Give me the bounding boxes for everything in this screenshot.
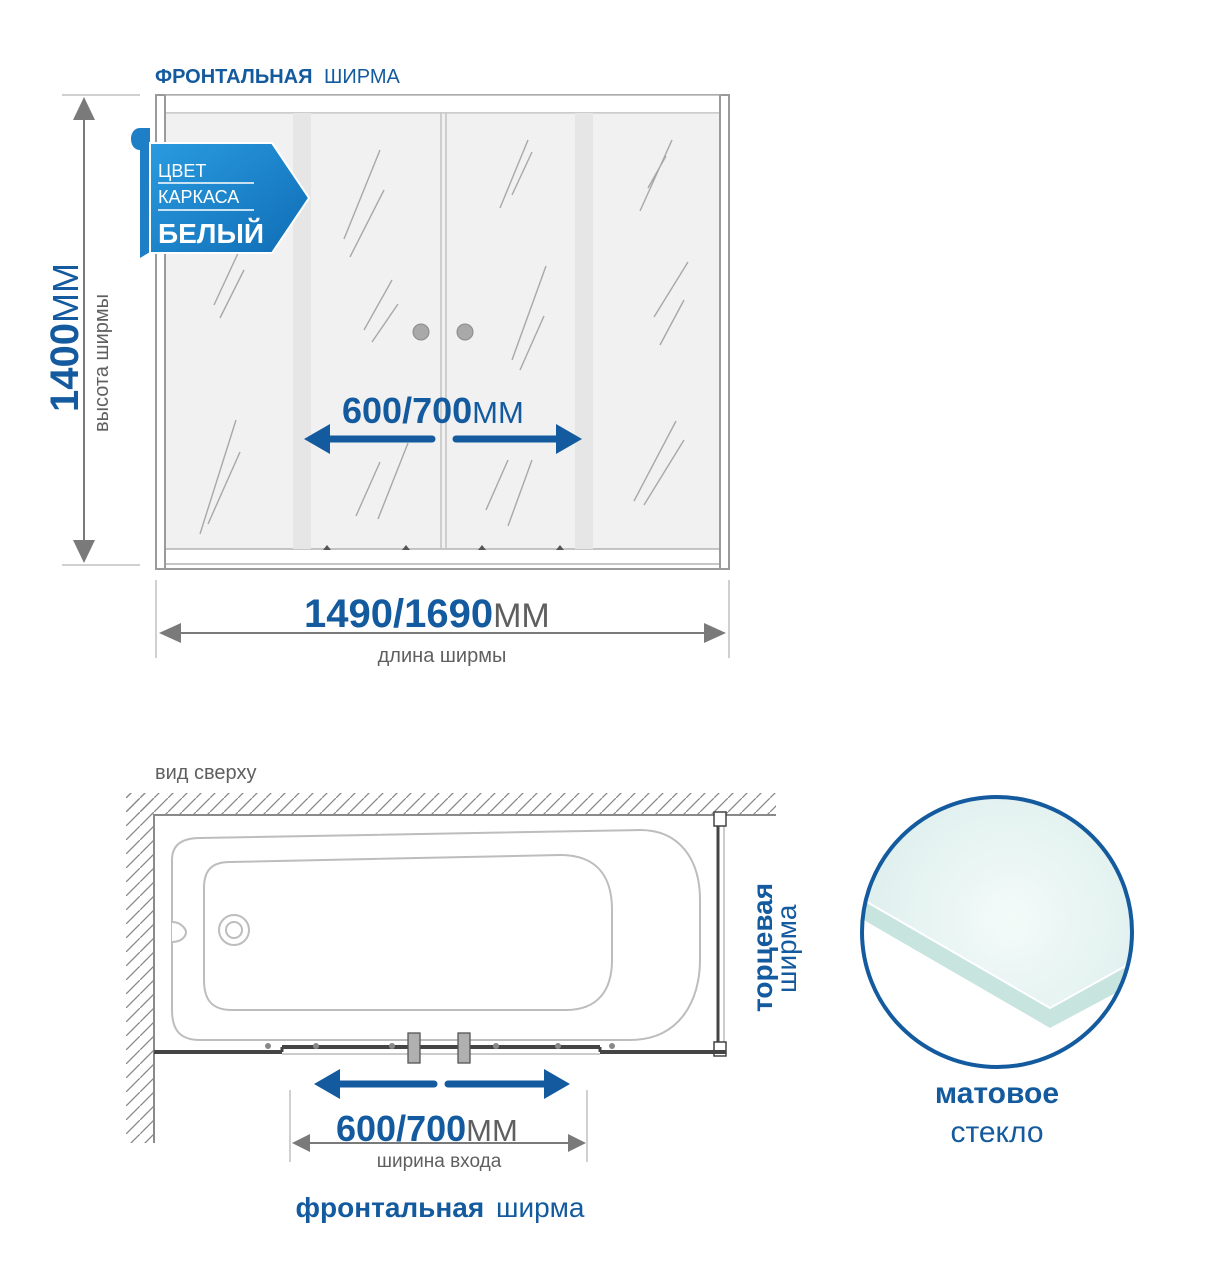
side-screen-label-bold: торцевая (747, 883, 778, 1012)
entrance-label: ширина входа (377, 1151, 502, 1172)
entrance-dimension: 600/700ММ ширина входа (289, 1090, 588, 1172)
entrance-unit: ММ (466, 1113, 518, 1148)
side-screen-label-light: ширма (771, 904, 802, 993)
height-unit: ММ (45, 263, 86, 323)
entrance-value: 600/700ММ (336, 1108, 518, 1149)
front-view-title: ФРОНТАЛЬНАЯ ШИРМА (155, 66, 401, 88)
front-screen-bold: фронтальная (295, 1192, 484, 1223)
height-dimension: 1400ММ высота ширмы (43, 94, 140, 566)
glass-type-bold: матовое (935, 1077, 1059, 1110)
length-dimension: 1490/1690ММ длина ширмы (155, 580, 730, 667)
bathtub (171, 828, 701, 1041)
opening-number: 600/700 (342, 390, 472, 431)
length-number: 1490/1690 (304, 592, 493, 636)
front-view: ФРОНТАЛЬНАЯ ШИРМА (43, 66, 730, 667)
front-view-title-bold: ФРОНТАЛЬНАЯ (155, 66, 312, 88)
opening-dimension: 600/700ММ (304, 390, 582, 454)
front-screen-light: ширма (496, 1192, 585, 1223)
entrance-number: 600/700 (336, 1108, 466, 1149)
front-view-title-light: ШИРМА (324, 66, 400, 88)
side-screen (713, 811, 727, 1057)
side-screen-bold: торцевая (747, 883, 778, 1012)
top-view-title: вид сверху (155, 762, 256, 784)
front-screen-top (154, 1032, 726, 1064)
badge-line1: ЦВЕТ (158, 161, 206, 181)
front-screen-caption: фронтальная ширма (295, 1192, 584, 1223)
height-number: 1400 (43, 323, 87, 412)
top-view: вид сверху (126, 762, 802, 1223)
length-value: 1490/1690ММ (304, 592, 550, 636)
height-value: 1400ММ (43, 263, 87, 412)
badge-color: БЕЛЫЙ (158, 217, 264, 249)
length-unit: ММ (493, 597, 550, 635)
frame-color-badge: ЦВЕТ КАРКАСА БЕЛЫЙ (131, 128, 311, 258)
badge-line2: КАРКАСА (158, 187, 239, 207)
length-label: длина ширмы (378, 645, 507, 667)
opening-value: 600/700ММ (342, 390, 524, 431)
walls (126, 793, 776, 1143)
glass-type-light: стекло (950, 1116, 1043, 1149)
opening-unit: ММ (472, 395, 524, 430)
height-label: высота ширмы (91, 294, 113, 432)
glass-sample: матовое стекло (860, 795, 1134, 1149)
entrance-arrows (314, 1069, 570, 1099)
side-screen-light: ширма (771, 904, 802, 993)
